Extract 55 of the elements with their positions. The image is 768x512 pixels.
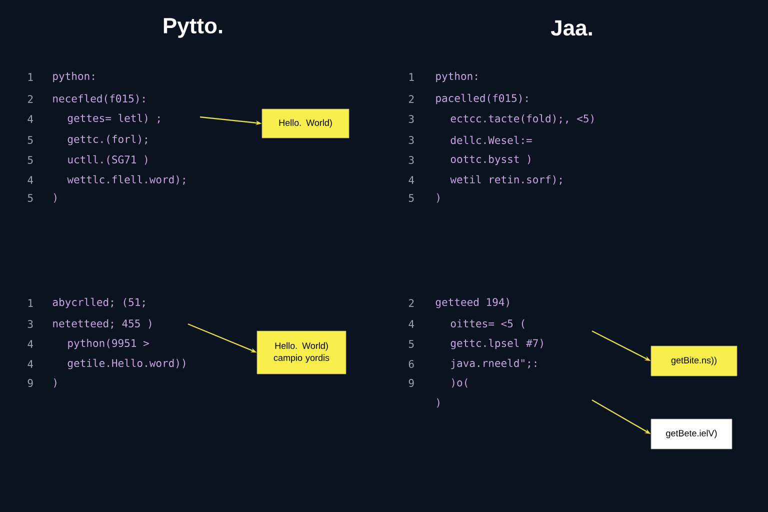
code-line: python:: [53, 72, 94, 82]
code-line: dellc.Wesel:=: [450, 136, 532, 144]
code-line: ectcc.tacte(fold);, <5): [450, 114, 594, 124]
code-line: necefled(f015):: [53, 94, 144, 104]
code-line: ): [54, 378, 56, 388]
line-number: 2: [409, 95, 414, 103]
code-line: gettes= letl) ;: [68, 114, 160, 124]
code-line: oottc.bysst ): [450, 154, 530, 166]
code-line: ): [437, 398, 440, 408]
heading: Pytto.: [164, 18, 222, 38]
line-number: 3: [28, 320, 33, 328]
line-number: 5: [408, 340, 414, 348]
code-line: python:: [436, 72, 477, 82]
line-number: 5: [408, 194, 414, 202]
line-number: 9: [28, 379, 33, 387]
line-number: 5: [28, 194, 33, 202]
callout-box: getBete.ielV): [650, 418, 732, 450]
code-line: netetteed; 455 ): [53, 319, 152, 329]
code-line: gettc.lpsel #7): [450, 338, 543, 350]
line-number: 6: [408, 360, 414, 368]
line-number: 4: [28, 340, 34, 348]
code-line: getile.Hello.word)): [68, 358, 186, 370]
line-number: 4: [28, 176, 34, 184]
line-number: 4: [28, 115, 34, 123]
code-line: getteed 194): [436, 298, 509, 308]
line-number: 4: [28, 360, 34, 368]
line-number: 9: [408, 379, 414, 387]
line-number: 1: [28, 73, 33, 81]
code-line: pacelled(f015):: [436, 94, 528, 104]
code-line: wettlc.flell.word);: [67, 175, 185, 185]
line-number: 5: [28, 156, 33, 164]
heading: Jaa.: [550, 20, 592, 36]
line-number: 1: [409, 73, 414, 81]
line-number: 4: [408, 176, 414, 184]
code-line: python(9951 >: [68, 338, 149, 350]
line-number: 4: [408, 320, 414, 328]
code-line: ): [54, 193, 56, 203]
line-number: 3: [408, 115, 414, 123]
code-line: ): [437, 193, 440, 203]
code-line: )o(: [452, 378, 468, 388]
line-number: 1: [28, 299, 33, 307]
callout-box: Hello. World): [262, 108, 350, 138]
code-line: abycrlled; (51;: [52, 298, 145, 308]
code-line: wetil retin.sorf);: [450, 175, 562, 185]
line-number: 2: [409, 299, 414, 307]
line-number: 3: [408, 156, 414, 164]
line-number: 2: [28, 95, 33, 103]
code-line: oittes= <5 (: [450, 319, 524, 329]
callout-box: getBite.ns)): [650, 346, 738, 376]
code-line: uctll.(SG71 ): [68, 155, 148, 165]
line-number: 3: [408, 136, 414, 144]
code-line: java.rneeld";:: [451, 358, 536, 370]
callout-box: Hello. World) campio yordis: [256, 330, 346, 374]
code-line: gettc.(forl);: [68, 134, 147, 146]
line-number: 5: [28, 136, 33, 144]
